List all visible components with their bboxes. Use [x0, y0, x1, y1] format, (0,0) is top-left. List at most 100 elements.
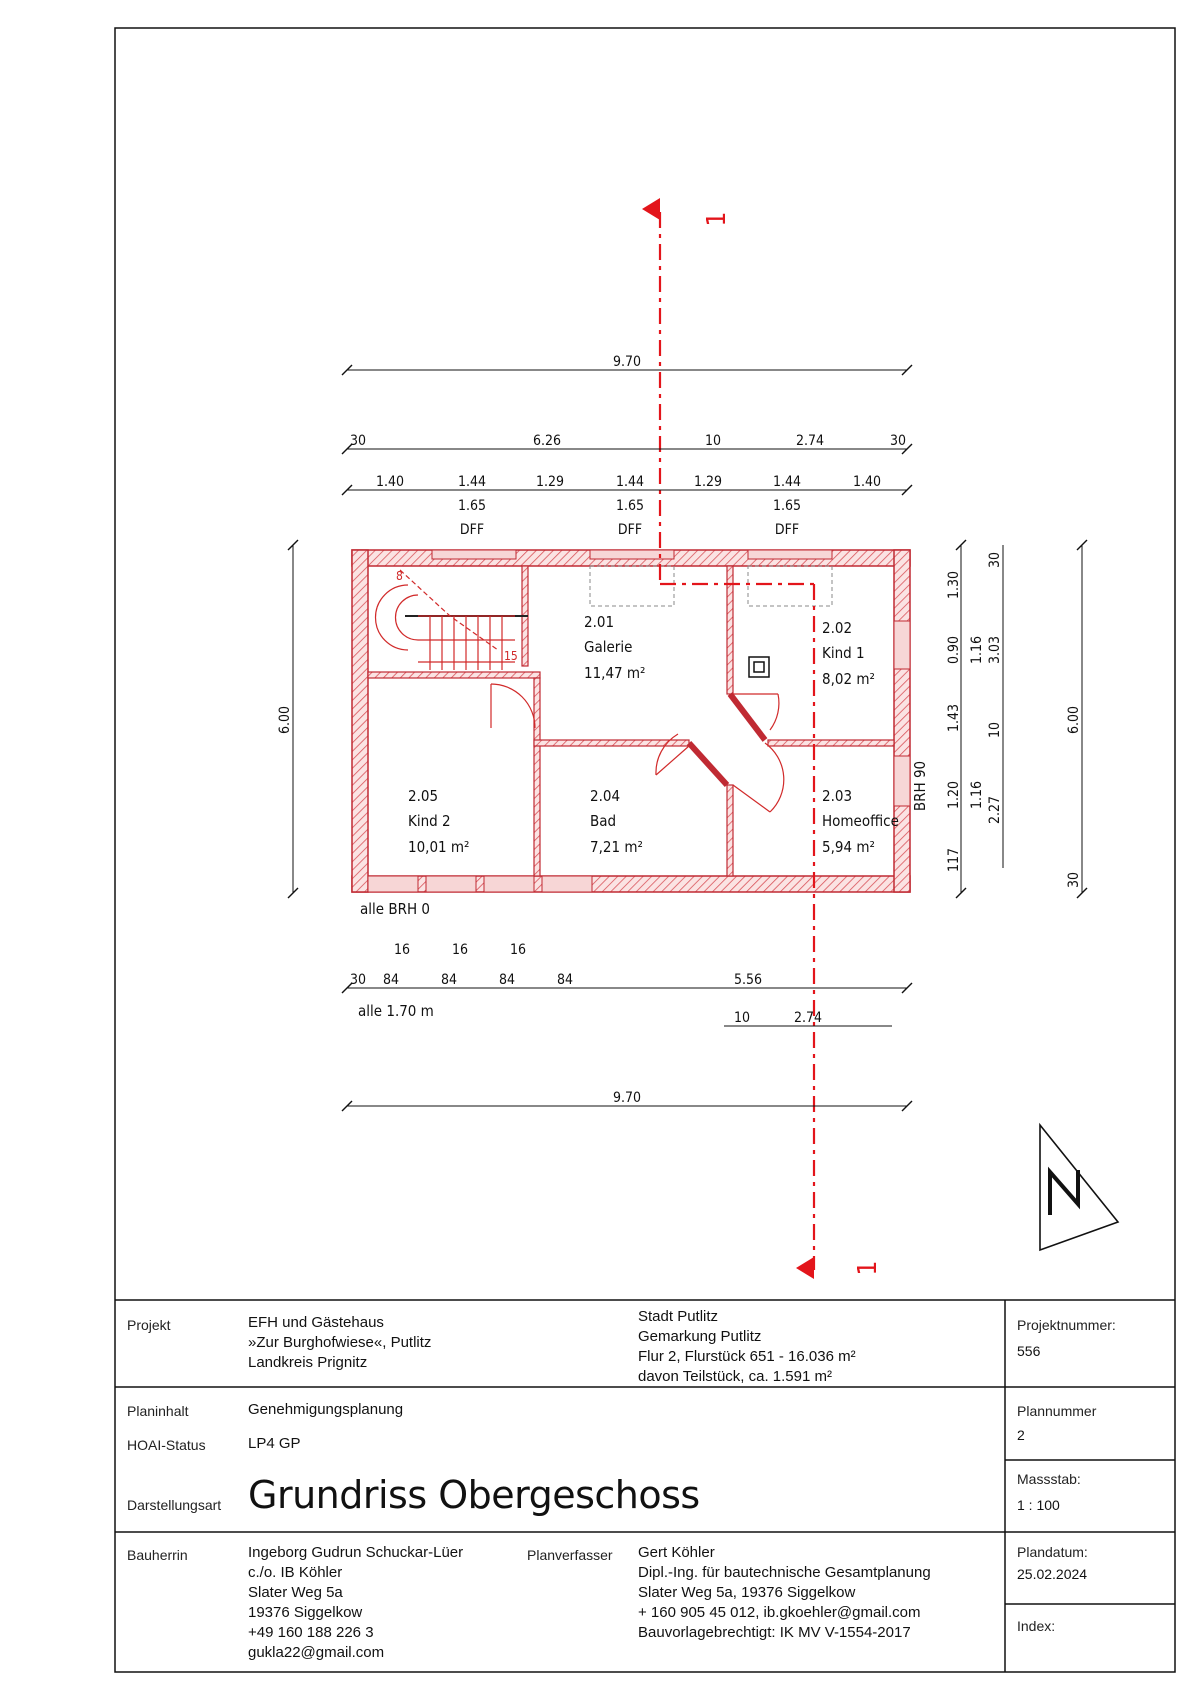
- massstab-value: 1 : 100: [1017, 1497, 1060, 1513]
- svg-text:1.16: 1.16: [969, 781, 985, 809]
- svg-text:1.65: 1.65: [773, 498, 801, 514]
- svg-text:16: 16: [510, 942, 526, 958]
- svg-text:1.40: 1.40: [376, 474, 404, 490]
- plannummer-label: Plannummer: [1017, 1403, 1097, 1419]
- svg-text:30: 30: [1066, 872, 1082, 888]
- room-2-05: 2.05 Kind 2 10,01 m²: [408, 787, 469, 856]
- svg-text:2.27: 2.27: [987, 796, 1003, 824]
- stair-bottom-count: 15: [504, 649, 518, 663]
- svg-text:1.44: 1.44: [616, 474, 644, 490]
- svg-text:2.02: 2.02: [822, 619, 852, 637]
- svg-text:Bad: Bad: [590, 812, 616, 830]
- svg-text:2.05: 2.05: [408, 787, 438, 805]
- massstab-label: Massstab:: [1017, 1471, 1081, 1487]
- svg-text:1.29: 1.29: [694, 474, 722, 490]
- section-label-bottom: 1: [853, 1261, 883, 1276]
- hoai-value: LP4 GP: [248, 1435, 301, 1452]
- windows: [367, 549, 911, 893]
- svg-text:1.44: 1.44: [773, 474, 801, 490]
- doors: [490, 683, 785, 813]
- svg-text:1.65: 1.65: [458, 498, 486, 514]
- projekt-line-1: EFH und Gästehaus: [248, 1314, 384, 1331]
- svg-text:1.30: 1.30: [946, 571, 962, 599]
- ort-line-1: Stadt Putlitz: [638, 1308, 719, 1325]
- note-height: alle 1.70 m: [358, 1002, 434, 1020]
- svg-text:6.00: 6.00: [1066, 706, 1082, 734]
- darstellungsart-value: Grundriss Obergeschoss: [248, 1473, 700, 1517]
- svg-text:2.04: 2.04: [590, 787, 620, 805]
- bauherrin-line-2: c./o. IB Köhler: [248, 1564, 343, 1581]
- room-2-02: 2.02 Kind 1 8,02 m²: [822, 619, 875, 688]
- title-block-frame: [115, 1299, 1175, 1672]
- index-label: Index:: [1017, 1618, 1056, 1634]
- svg-text:1.44: 1.44: [458, 474, 486, 490]
- darstellungsart-label: Darstellungsart: [127, 1497, 222, 1513]
- svg-text:5,94 m²: 5,94 m²: [822, 838, 875, 856]
- sheet-border: [114, 27, 1176, 1673]
- svg-text:16: 16: [452, 942, 468, 958]
- svg-text:16: 16: [394, 942, 410, 958]
- dimension-texts: 9.70 30 6.26 10 2.74 30 1.40 1.44 1.29 1…: [277, 354, 1082, 1106]
- svg-text:10: 10: [734, 1010, 750, 1026]
- skylight-outlines: [589, 565, 833, 607]
- planverfasser-line-4: + 160 905 45 012, ib.gkoehler@gmail.com: [638, 1604, 921, 1621]
- section-marker-bottom: 1: [796, 1257, 883, 1279]
- svg-text:1.65: 1.65: [616, 498, 644, 514]
- planverfasser-label: Planverfasser: [527, 1547, 613, 1563]
- svg-text:3.03: 3.03: [987, 636, 1003, 664]
- svg-text:84: 84: [383, 972, 399, 988]
- svg-text:30: 30: [350, 433, 366, 449]
- svg-text:84: 84: [557, 972, 573, 988]
- chimney-symbol: [748, 656, 770, 678]
- stair: 8 15: [374, 569, 518, 670]
- bauherrin-line-4: 19376 Siggelkow: [248, 1604, 363, 1621]
- svg-text:10: 10: [705, 433, 721, 449]
- svg-text:8,02 m²: 8,02 m²: [822, 670, 875, 688]
- svg-text:Galerie: Galerie: [584, 638, 632, 656]
- dimension-lines: [287, 364, 1088, 1112]
- svg-text:1.20: 1.20: [946, 781, 962, 809]
- svg-text:DFF: DFF: [460, 522, 484, 538]
- section-marker-top: 1: [642, 198, 732, 226]
- svg-text:117: 117: [946, 848, 962, 872]
- svg-text:30: 30: [350, 972, 366, 988]
- building-walls: [351, 549, 911, 893]
- svg-text:10: 10: [987, 722, 1003, 738]
- ort-line-2: Gemarkung Putlitz: [638, 1328, 762, 1345]
- svg-text:1.29: 1.29: [536, 474, 564, 490]
- svg-text:7,21 m²: 7,21 m²: [590, 838, 643, 856]
- svg-text:BRH 90: BRH 90: [911, 761, 929, 811]
- svg-text:Homeoffice: Homeoffice: [822, 812, 899, 830]
- hoai-label: HOAI-Status: [127, 1437, 206, 1453]
- svg-text:Kind 1: Kind 1: [822, 644, 865, 662]
- svg-text:1.43: 1.43: [946, 704, 962, 732]
- svg-text:30: 30: [890, 433, 906, 449]
- svg-text:DFF: DFF: [618, 522, 642, 538]
- bauherrin-line-1: Ingeborg Gudrun Schuckar-Lüer: [248, 1544, 464, 1561]
- svg-text:1.40: 1.40: [853, 474, 881, 490]
- svg-text:0.90: 0.90: [946, 636, 962, 664]
- note-brh: alle BRH 0: [360, 900, 430, 918]
- ort-line-3: Flur 2, Flurstück 651 - 16.036 m²: [638, 1348, 856, 1365]
- svg-text:2.03: 2.03: [822, 787, 852, 805]
- svg-text:6.00: 6.00: [277, 706, 293, 734]
- plandatum-value: 25.02.2024: [1017, 1566, 1088, 1582]
- section-label-top: 1: [702, 212, 732, 227]
- planverfasser-line-2: Dipl.-Ing. für bautechnische Gesamtplanu…: [638, 1564, 931, 1581]
- svg-text:2.74: 2.74: [794, 1010, 822, 1026]
- plandatum-label: Plandatum:: [1017, 1544, 1088, 1560]
- planverfasser-line-3: Slater Weg 5a, 19376 Siggelkow: [638, 1584, 856, 1601]
- section-line-1: [658, 212, 816, 1270]
- room-2-01: 2.01 Galerie 11,47 m²: [584, 613, 645, 682]
- planverfasser-line-1: Gert Köhler: [638, 1544, 715, 1561]
- plannummer-value: 2: [1017, 1427, 1025, 1443]
- svg-text:11,47 m²: 11,47 m²: [584, 664, 645, 682]
- bauherrin-label: Bauherrin: [127, 1547, 188, 1563]
- svg-text:10,01 m²: 10,01 m²: [408, 838, 469, 856]
- planinhalt-label: Planinhalt: [127, 1403, 189, 1419]
- svg-text:9.70: 9.70: [613, 1090, 641, 1106]
- svg-text:30: 30: [987, 552, 1003, 568]
- north-arrow-icon: [1039, 1122, 1120, 1252]
- room-labels: 2.01 Galerie 11,47 m² 2.02 Kind 1 8,02 m…: [408, 613, 899, 856]
